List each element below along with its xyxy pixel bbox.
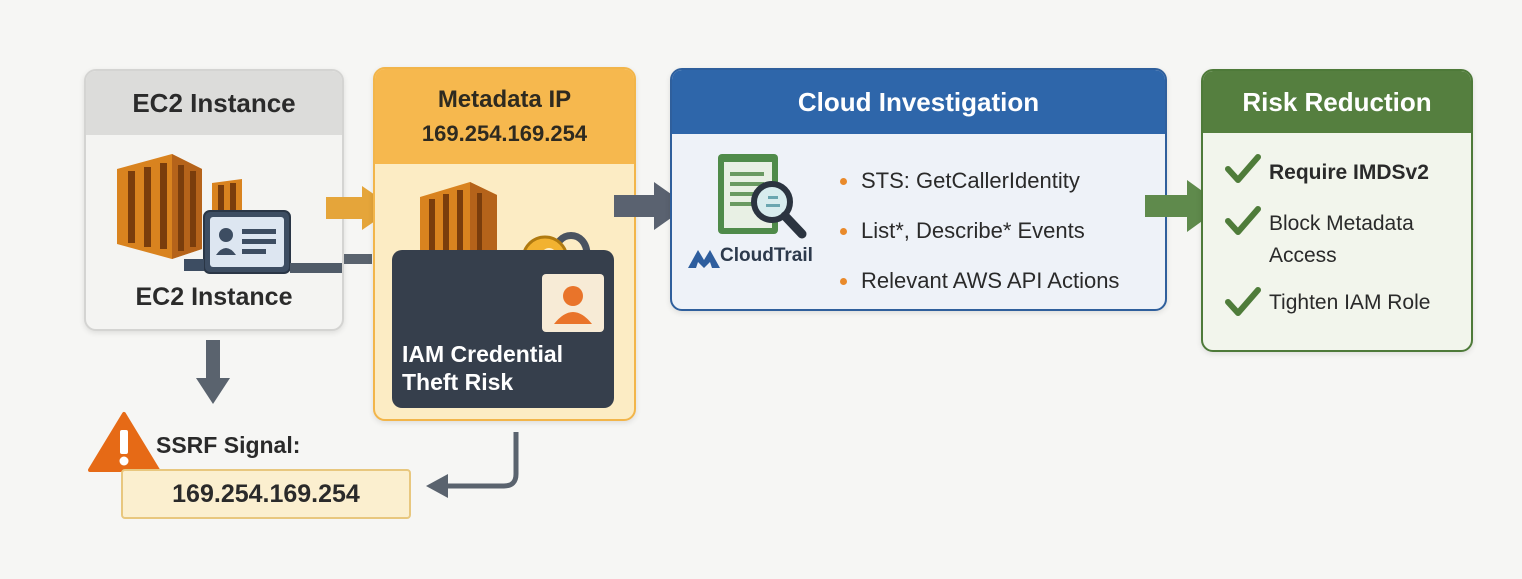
bullet-dot — [840, 177, 847, 185]
cloud-card-title: Cloud Investigation — [672, 70, 1165, 134]
risk-item-block-metadata-line2: Access — [1269, 244, 1337, 267]
ec2-instance-card: EC2 Instance EC2 Instance — [84, 69, 344, 331]
user-badge-icon — [542, 274, 604, 332]
bullet-text: Relevant AWS API Actions — [861, 268, 1120, 293]
investigation-list: STS: GetCallerIdentity List*, Describe* … — [840, 156, 1119, 306]
checkmark-icon — [1225, 206, 1261, 235]
risk-item-imdsv2: Require IMDSv2 — [1269, 161, 1429, 184]
metadata-ip-value: 169.254.169.254 — [421, 120, 588, 146]
risk-item-tighten-iam: Tighten IAM Role — [1269, 291, 1431, 314]
connector-line — [344, 254, 372, 264]
ec2-card-title: EC2 Instance — [86, 71, 342, 135]
bullet-dot — [840, 227, 847, 235]
bullet-dot — [840, 277, 847, 285]
credential-label-line1: IAM Credential — [402, 341, 564, 367]
list-item: List*, Describe* Events — [840, 206, 1119, 256]
ec2-bottom-label: EC2 Instance — [135, 283, 293, 311]
credential-badge: IAM Credential Theft Risk — [392, 250, 614, 408]
credential-theft-label: IAM Credential Theft Risk — [402, 340, 612, 396]
risk-card-title: Risk Reduction — [1203, 71, 1471, 133]
document-search-icon — [718, 154, 807, 239]
risk-reduction-card: Risk Reduction Require IMDSv2 Block Meta… — [1201, 69, 1473, 352]
return-arrow-icon — [426, 432, 519, 498]
list-item: Relevant AWS API Actions — [840, 256, 1119, 306]
ssrf-signal-label: SSRF Signal: — [156, 432, 301, 458]
metadata-title: Metadata IP — [437, 85, 572, 113]
cloudtrail-logo-icon — [688, 250, 720, 268]
cloud-investigation-card: Cloud Investigation CloudTrail STS: GetC… — [670, 68, 1167, 311]
arrow-down-icon — [196, 340, 230, 404]
metadata-ip-card: Metadata IP 169.254.169.254 IAM Credenti… — [373, 67, 636, 421]
id-card-icon — [184, 210, 342, 274]
list-item: STS: GetCallerIdentity — [840, 156, 1119, 206]
cloudtrail-label: CloudTrail — [720, 245, 813, 266]
credential-label-line2: Theft Risk — [402, 369, 514, 395]
warning-icon — [88, 412, 160, 472]
ssrf-ip-value: 169.254.169.254 — [121, 469, 411, 519]
checkmark-icon — [1225, 287, 1261, 316]
checkmark-icon — [1225, 154, 1261, 183]
bullet-text: List*, Describe* Events — [861, 218, 1085, 243]
bullet-text: STS: GetCallerIdentity — [861, 168, 1080, 193]
metadata-card-header: Metadata IP 169.254.169.254 — [375, 69, 634, 164]
risk-item-block-metadata: Block Metadata — [1269, 212, 1414, 235]
